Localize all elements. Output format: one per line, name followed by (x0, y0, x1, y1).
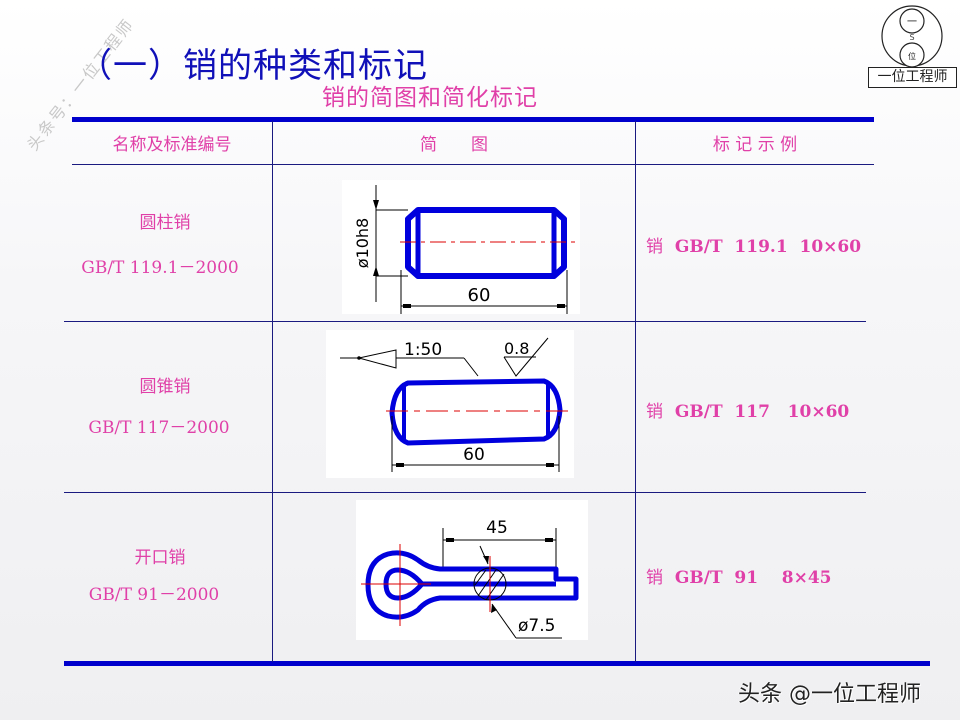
pin-name: 圆锥销 (139, 377, 191, 397)
table-row: 圆锥销 (60, 372, 270, 397)
length-label: 60 (463, 445, 485, 465)
table-top-rule (72, 117, 874, 122)
cylindrical-pin-drawing: ø10h8 60 (342, 180, 580, 314)
table-row: 开口销 (60, 543, 260, 568)
column-divider-1 (272, 121, 273, 662)
taper-pin-drawing: 1:50 0.8 60 (326, 330, 574, 478)
diameter-label: ø10h8 (353, 218, 372, 268)
column-header-drawing: 简 图 (420, 135, 488, 155)
column-divider-2 (635, 121, 636, 662)
diameter-label: ø7.5 (518, 616, 555, 636)
length-label: 60 (468, 285, 491, 306)
mark-example: 销 GB/T 119.1 10×60 (646, 237, 862, 257)
taper-label: 1:50 (404, 340, 442, 360)
header-divider (72, 164, 874, 165)
split-pin-drawing: 45 ø7.5 (356, 500, 588, 640)
logo: 一 S 位 一位工程师 (866, 4, 958, 88)
page-subtitle: 销的简图和简化标记 (322, 85, 538, 111)
column-header-name: 名称及标准编号 (112, 135, 232, 155)
roughness-label: 0.8 (504, 339, 529, 358)
logo-emblem-icon: 一 S 位 (881, 5, 943, 68)
table-bottom-rule (64, 661, 930, 666)
logo-bottom-char: 位 (908, 51, 916, 61)
mark-example: 销 GB/T 91 8×45 (646, 568, 832, 588)
svg-text:S: S (909, 33, 914, 42)
footer-brand: 头条 @一位工程师 (738, 682, 921, 707)
length-label: 45 (486, 518, 508, 538)
row-divider-2 (64, 492, 866, 493)
pin-standard: GB/T 119.1－2000 (81, 258, 239, 278)
table-row: 圆柱销 (60, 208, 270, 233)
logo-label: 一位工程师 (868, 67, 957, 88)
column-header-mark: 标 记 示 例 (712, 135, 798, 155)
logo-top-char: 一 (907, 17, 917, 28)
page-title: （一）销的种类和标记 (78, 46, 428, 86)
mark-example: 销 GB/T 117 10×60 (646, 402, 850, 422)
pin-name: 开口销 (134, 548, 186, 568)
row-divider-1 (64, 321, 866, 322)
pin-name: 圆柱销 (139, 213, 191, 233)
pin-standard: GB/T 91－2000 (88, 585, 220, 605)
pin-standard: GB/T 117－2000 (88, 418, 230, 438)
